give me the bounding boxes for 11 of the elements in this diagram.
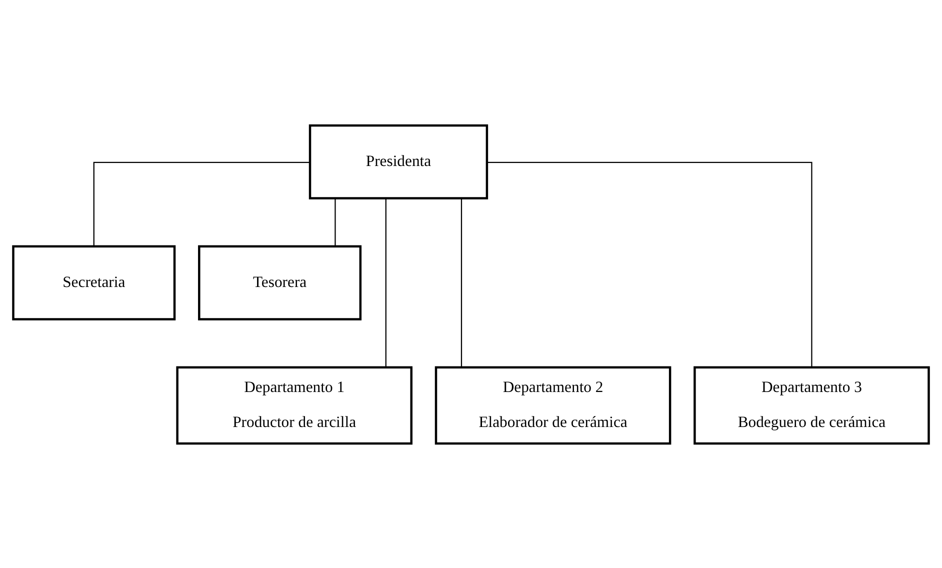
node-box: Secretaria [12, 244, 176, 320]
node-box: Departamento 3 Bodeguero de cerámica [694, 366, 930, 444]
connector [460, 198, 462, 367]
node-box: Presidenta [308, 124, 488, 199]
node-box: Tesorera [198, 244, 362, 320]
node-box: Departamento 1 Productor de arcilla [176, 366, 412, 444]
connector [487, 161, 812, 366]
connector [334, 198, 336, 246]
node-box: Departamento 2 Elaborador de cerámica [434, 366, 672, 444]
connector [385, 198, 386, 367]
connector [93, 161, 310, 246]
